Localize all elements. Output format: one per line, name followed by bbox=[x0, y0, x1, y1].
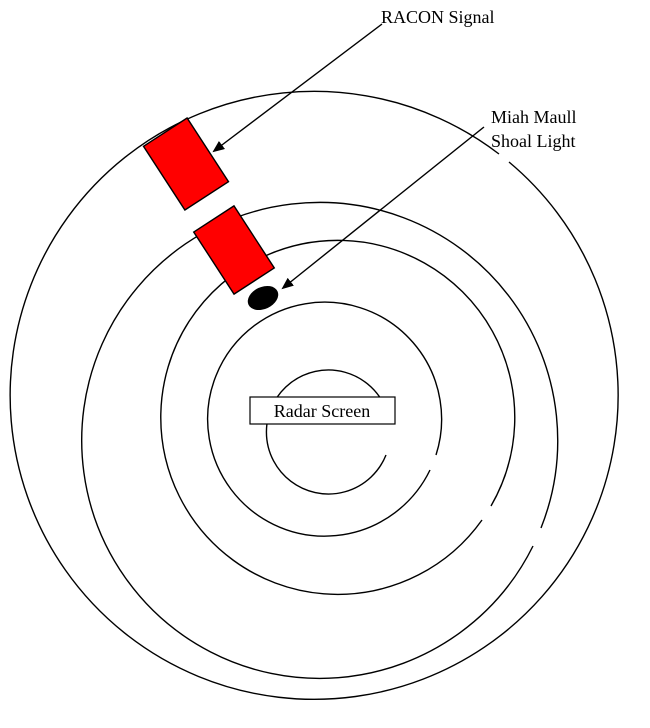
radar-screen-label: Radar Screen bbox=[274, 401, 370, 421]
shoal-light-label-line2: Shoal Light bbox=[491, 131, 576, 151]
racon-label: RACON Signal bbox=[381, 7, 495, 27]
racon-arrow bbox=[212, 23, 383, 153]
range-ring-2 bbox=[206, 301, 443, 537]
radar-screen-label-box: Radar Screen bbox=[249, 396, 396, 425]
shoal-light-arrow bbox=[281, 126, 485, 290]
range-rings bbox=[9, 90, 619, 700]
radar-screen-box bbox=[249, 396, 396, 425]
range-ring-4 bbox=[81, 201, 559, 680]
range-ring-1 bbox=[265, 369, 387, 495]
range-ring-3 bbox=[160, 239, 516, 596]
shoal-light-blip bbox=[247, 285, 279, 311]
range-ring-5 bbox=[9, 90, 619, 700]
racon-mark-inner bbox=[192, 204, 276, 296]
racon-mark-outer bbox=[142, 117, 230, 211]
racon-signal-marks bbox=[142, 117, 276, 296]
shoal-light-label-line1: Miah Maull bbox=[491, 107, 577, 127]
